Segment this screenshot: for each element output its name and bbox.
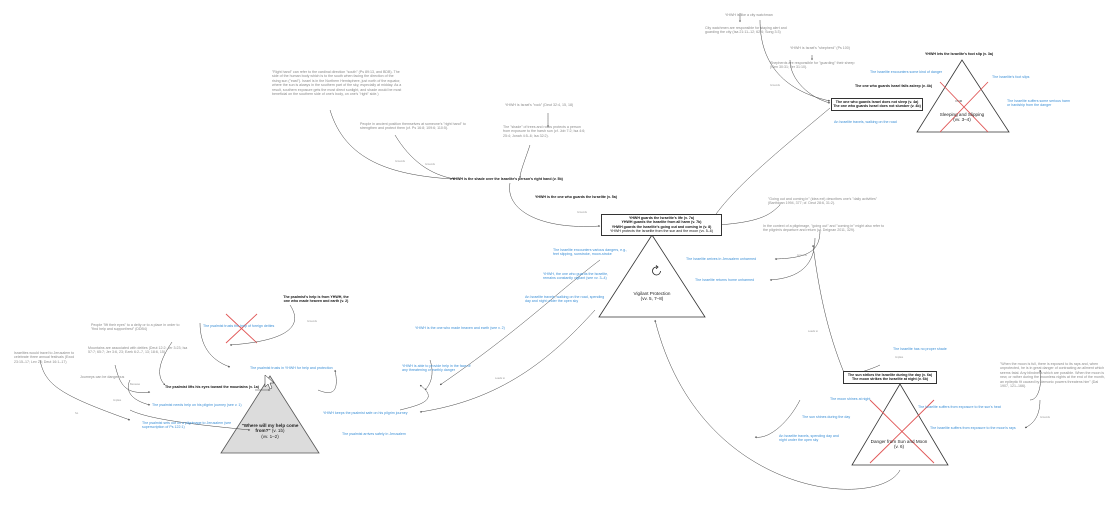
red-x-icon-foreign	[225, 313, 258, 344]
belief-suffers-injury[interactable]: The Israelite suffers some serious harm …	[1007, 99, 1071, 108]
shepherds-responsible-note[interactable]: Shepherds are responsible for "guarding"…	[770, 61, 855, 70]
link-label-grounds-2: Grounds	[395, 160, 405, 163]
belief-arrives[interactable]: The psalmist arrives safely in Jerusalem	[342, 432, 406, 436]
shepherd-note[interactable]: YHWH is Israel's "shepherd" (Ps 100)	[790, 46, 850, 50]
link-label-grounds-7: Grounds	[1040, 416, 1050, 419]
link-label-implies-2: Implies	[113, 399, 122, 402]
going-out-note[interactable]: "Going out and coming in" (idea ext) des…	[768, 197, 878, 206]
watchmen-responsible-note[interactable]: City watchmen are responsible for stayin…	[705, 26, 787, 35]
israelites-travel-note[interactable]: Israelites would travel to Jerusalem to …	[14, 351, 75, 364]
belief-maker[interactable]: YHWH is the one who made heaven and eart…	[415, 326, 505, 330]
sleeping-sub: (vv. 3–4)	[953, 117, 971, 123]
danger-title: Danger from Sun and Moon	[870, 439, 928, 444]
belief-walking-road[interactable]: An Israelite travels, walking on the roa…	[834, 120, 897, 124]
belief-encounters-sleep[interactable]: The Israelite encounters some kind of da…	[870, 70, 943, 74]
guards-line-4: YHWH protects the Israelite from the sun…	[610, 229, 713, 234]
shade-node[interactable]: YHWH is the shade over the Israelite's p…	[452, 177, 563, 181]
triangle-where-help[interactable]	[220, 375, 320, 454]
belief-travels[interactable]: An Israelite travels, walking on the roa…	[525, 295, 605, 304]
falls-asleep-node[interactable]: The one who guards Israel falls asleep (…	[855, 84, 933, 88]
red-x-icon-sleeping	[939, 81, 989, 133]
triangle-sleeping-slipping[interactable]	[916, 59, 1010, 133]
triangle-vigilant-label: Vigilant Protection (vv. 5, 7–8)	[621, 291, 683, 302]
sun-box[interactable]: The sun strikes the Israelite during the…	[843, 371, 937, 384]
guards-box[interactable]: YHWH guards the Israelite's life (v. 7a)…	[601, 214, 722, 236]
link-label-so-1: So	[75, 412, 79, 415]
neither-line-2: The one who guards Israel does not slumb…	[833, 104, 921, 109]
belief-returns-home[interactable]: The Israelite returns home unharmed	[695, 278, 755, 282]
link-label-leads-1: Leads to	[495, 377, 505, 380]
belief-able[interactable]: YHWH is able to provide help in the face…	[402, 364, 471, 373]
belief-trusts-foreign[interactable]: The psalmist trusts the help of foreign …	[203, 324, 275, 328]
sleeping-title: Sleeping and Slipping	[939, 112, 985, 117]
triangle-danger-sun-moon[interactable]	[851, 383, 949, 466]
belief-suffers-moon[interactable]: The Israelite suffers from exposure to t…	[930, 426, 1016, 430]
mountains-assoc-note[interactable]: Mountains are associated with deities (D…	[88, 346, 188, 355]
triangle-where-help-label: "Where will my help come from?" (v. 1b) …	[238, 423, 302, 439]
people-eyes-note[interactable]: People "lift their eyes" to a deity or t…	[91, 323, 180, 332]
belief-needs-help[interactable]: The psalmist needs help on his pilgrim j…	[152, 403, 242, 407]
belief-guards-vigilant[interactable]: YHWH, the one who guards the Israelite, …	[543, 272, 609, 281]
red-x-icon-danger	[869, 399, 935, 464]
link-label-leads-2: Leads to	[808, 330, 818, 333]
belief-arrives-jerusalem[interactable]: The Israelite arrives in Jerusalem unhar…	[686, 257, 757, 261]
cursor-icon	[264, 374, 275, 390]
belief-keeps-safe[interactable]: YHWH keeps the psalmist safe on his pilg…	[323, 411, 408, 415]
belief-sets-out[interactable]: The psalmist sets out on a pilgrimage to…	[142, 421, 232, 430]
guards-line-3: YHWH guards the Israelite's going out an…	[611, 224, 712, 229]
neither-line-1: The one who guards Israel does not sleep…	[835, 100, 919, 104]
belief-foot-slips[interactable]: The Israelite's foot slips	[992, 75, 1030, 79]
belief-trusts-yhwh[interactable]: The psalmist trusts in YHWH for help and…	[250, 366, 333, 370]
yhwh-rock-note[interactable]: YHWH is Israel's "rock" (Deut 32:4, 15, …	[505, 103, 574, 107]
shade-metaphor-note[interactable]: The "shade" of trees and rocks protects …	[503, 125, 586, 138]
triangle-danger-label: Danger from Sun and Moon (v. 6)	[865, 439, 933, 450]
where-help-title: "Where will my help come from?"	[241, 423, 299, 434]
journeys-dangerous-note[interactable]: Journeys can be dangerous	[80, 375, 125, 379]
belief-no-shade[interactable]: The Israelite has no proper shade	[893, 347, 947, 351]
guards-line-2: YHWH guards the Israelite from all harm …	[621, 220, 702, 225]
psalmist-help[interactable]: The psalmist's help is from YHWH, the on…	[283, 295, 349, 304]
link-label-grounds-3: Grounds	[577, 211, 587, 214]
where-help-verse: (v. 1b)	[270, 428, 285, 434]
belief-travels-day[interactable]: An Israelite travels, spending day and n…	[779, 434, 839, 443]
moon-exposed-note[interactable]: "When the moon is full, there is exposed…	[1000, 362, 1105, 389]
sun-line-1: The sun strikes the Israelite during the…	[847, 373, 933, 377]
refresh-icon	[652, 265, 661, 276]
people-defend-note[interactable]: People in ancient position themselves at…	[360, 122, 466, 131]
vigilant-title: Vigilant Protection	[633, 291, 671, 296]
triangle-sleeping-label: Sleeping and Slipping (vv. 3–4)	[931, 112, 993, 123]
link-label-grounds-4: Grounds	[770, 84, 780, 87]
belief-suffers-sun[interactable]: The Israelite suffers from exposure to t…	[918, 405, 1001, 409]
link-label-grounds-6: Grounds	[307, 320, 317, 323]
link-label-implies-1: Implies	[895, 356, 904, 359]
triangle-vigilant-protection[interactable]	[598, 234, 706, 318]
sun-line-2: The moon strikes the Israelite at night …	[851, 377, 929, 382]
vigilant-sub: (vv. 5, 7–8)	[640, 296, 664, 302]
link-label-grounds-5: Grounds	[797, 254, 807, 257]
foot-slip-node[interactable]: YHWH lets the Israelite's foot slip (v. …	[925, 52, 994, 56]
belief-moon-shines[interactable]: The moon shines at night	[830, 397, 871, 401]
context-pilgrim-note[interactable]: In the context of a pilgrimage, "going o…	[763, 224, 885, 233]
belief-encounters[interactable]: The Israelite encounters various dangers…	[553, 248, 628, 257]
belief-sun-shines[interactable]: The sun shines during the day	[802, 415, 851, 419]
right-hand-note[interactable]: "Right hand" can refer to the cardinal d…	[272, 70, 402, 97]
link-label-grounds-1: Grounds	[425, 163, 435, 166]
neither-box[interactable]: The one who guards Israel does not sleep…	[831, 98, 923, 111]
link-label-because-1: Because	[130, 383, 141, 386]
guards-line-1: YHWH guards the Israelite's life (v. 7a)	[628, 216, 695, 220]
city-watchman-note[interactable]: YHWH is like a city watchman	[725, 13, 773, 17]
one-guards-node[interactable]: YHWH is the one who guards the Israelite…	[535, 195, 618, 199]
danger-sub: (v. 6)	[893, 444, 905, 450]
psalmist-mountains[interactable]: The psalmist lifts his eyes toward the m…	[165, 385, 259, 389]
where-help-sub: (vv. 1–2)	[261, 433, 279, 439]
